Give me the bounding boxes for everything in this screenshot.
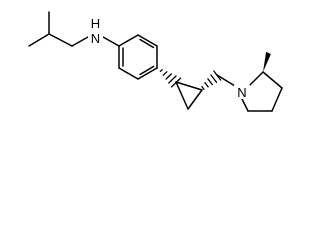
pyrrolidine-bond-c2-c3: [262, 71, 283, 89]
benzene-ring: [118, 34, 158, 80]
ring-bond-5: [118, 67, 139, 80]
pyrrolidine-ring: [241, 71, 283, 112]
atom-label-amine-nitrogen: N: [88, 31, 103, 46]
amine-nitrogen-label: N: [91, 31, 100, 46]
ring-bond-2: [137, 34, 158, 47]
chemical-structure-diagram: N H N: [28, 11, 283, 112]
isobutyl-group: [28, 11, 89, 47]
cyclopropane-ring: [175, 81, 203, 110]
ring-bond-1: [118, 34, 139, 47]
pyrrolidine-bond-c3-c4: [271, 87, 283, 112]
ring-double-bond-2: [139, 65, 155, 76]
bond-methyl-left: [28, 33, 50, 47]
atom-label-amine-hydrogen: H: [91, 16, 100, 31]
ring-double-bond-1: [139, 38, 155, 49]
wedge-bond-methyl: [263, 51, 271, 72]
cyclopropane-bond-2: [187, 89, 203, 110]
pyrrolidine-bond-c5-n: [241, 98, 249, 112]
hashed-bond-cyclopropane-methylene: [201, 70, 222, 90]
cyclopropane-bond-3: [175, 81, 189, 110]
pyrrolidine-bond-n-c2: [249, 71, 264, 86]
bond-methine-methylene: [48, 33, 73, 47]
bond-methylene-pyrrolidine-nitrogen: [216, 74, 236, 87]
cyclopropane-bond-1: [175, 81, 203, 91]
pyrrolidine-nitrogen-label: N: [237, 85, 246, 100]
bond-methylene-nitrogen: [71, 36, 89, 47]
atom-label-pyrrolidine-nitrogen: N: [234, 85, 250, 100]
amine-hydrogen-label: H: [91, 16, 100, 31]
bond-nitrogen-aryl: [102, 36, 120, 47]
ring-bond-4: [137, 67, 158, 80]
